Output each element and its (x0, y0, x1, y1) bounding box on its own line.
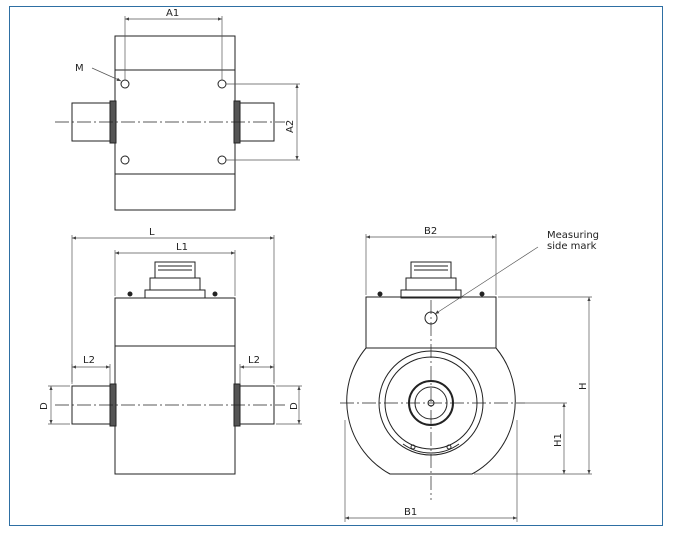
mounting-hole-icon (217, 155, 227, 165)
dim-label-b1: B1 (404, 507, 417, 518)
front-view-dimensions (344, 234, 592, 522)
screw-icon (377, 291, 383, 297)
side-view-dimensions (48, 235, 302, 425)
dim-label-l1: L1 (176, 242, 188, 253)
dim-label-b2: B2 (424, 226, 437, 237)
dim-label-h: H (578, 382, 589, 390)
dim-label-a2: A2 (285, 120, 296, 133)
front-view-housing (346, 296, 516, 475)
mounting-hole-icon (120, 79, 130, 89)
side-view-body (114, 297, 236, 475)
mounting-hole-icon (217, 79, 227, 89)
screw-icon (212, 291, 218, 297)
dim-label-l: L (149, 227, 155, 238)
dim-label-d-left: D (39, 402, 50, 410)
screw-icon (127, 291, 133, 297)
top-view-dimensions (91, 16, 300, 161)
screw-icon (479, 291, 485, 297)
callout-measuring-line1: Measuring (547, 230, 599, 241)
front-bore-groove (402, 443, 460, 454)
dim-label-l2-right: L2 (248, 355, 260, 366)
front-connector-nut (405, 277, 457, 291)
top-view-body (114, 35, 236, 211)
front-view (340, 261, 525, 500)
dim-label-h1: H1 (553, 433, 564, 447)
dim-label-l2-left: L2 (83, 355, 95, 366)
screw-icon (410, 444, 416, 450)
dim-label-d-right: D (289, 402, 300, 410)
top-view (55, 35, 285, 211)
drawing-frame (9, 6, 663, 526)
side-view (55, 261, 285, 475)
mounting-hole-icon (120, 155, 130, 165)
callout-measuring-line2: side mark (547, 241, 597, 252)
front-connector-base (400, 289, 462, 299)
screw-icon (446, 444, 452, 450)
connector-nut (149, 277, 201, 291)
dim-label-m: M (75, 63, 84, 74)
dim-label-a1: A1 (166, 8, 179, 19)
connector-base (144, 289, 206, 299)
